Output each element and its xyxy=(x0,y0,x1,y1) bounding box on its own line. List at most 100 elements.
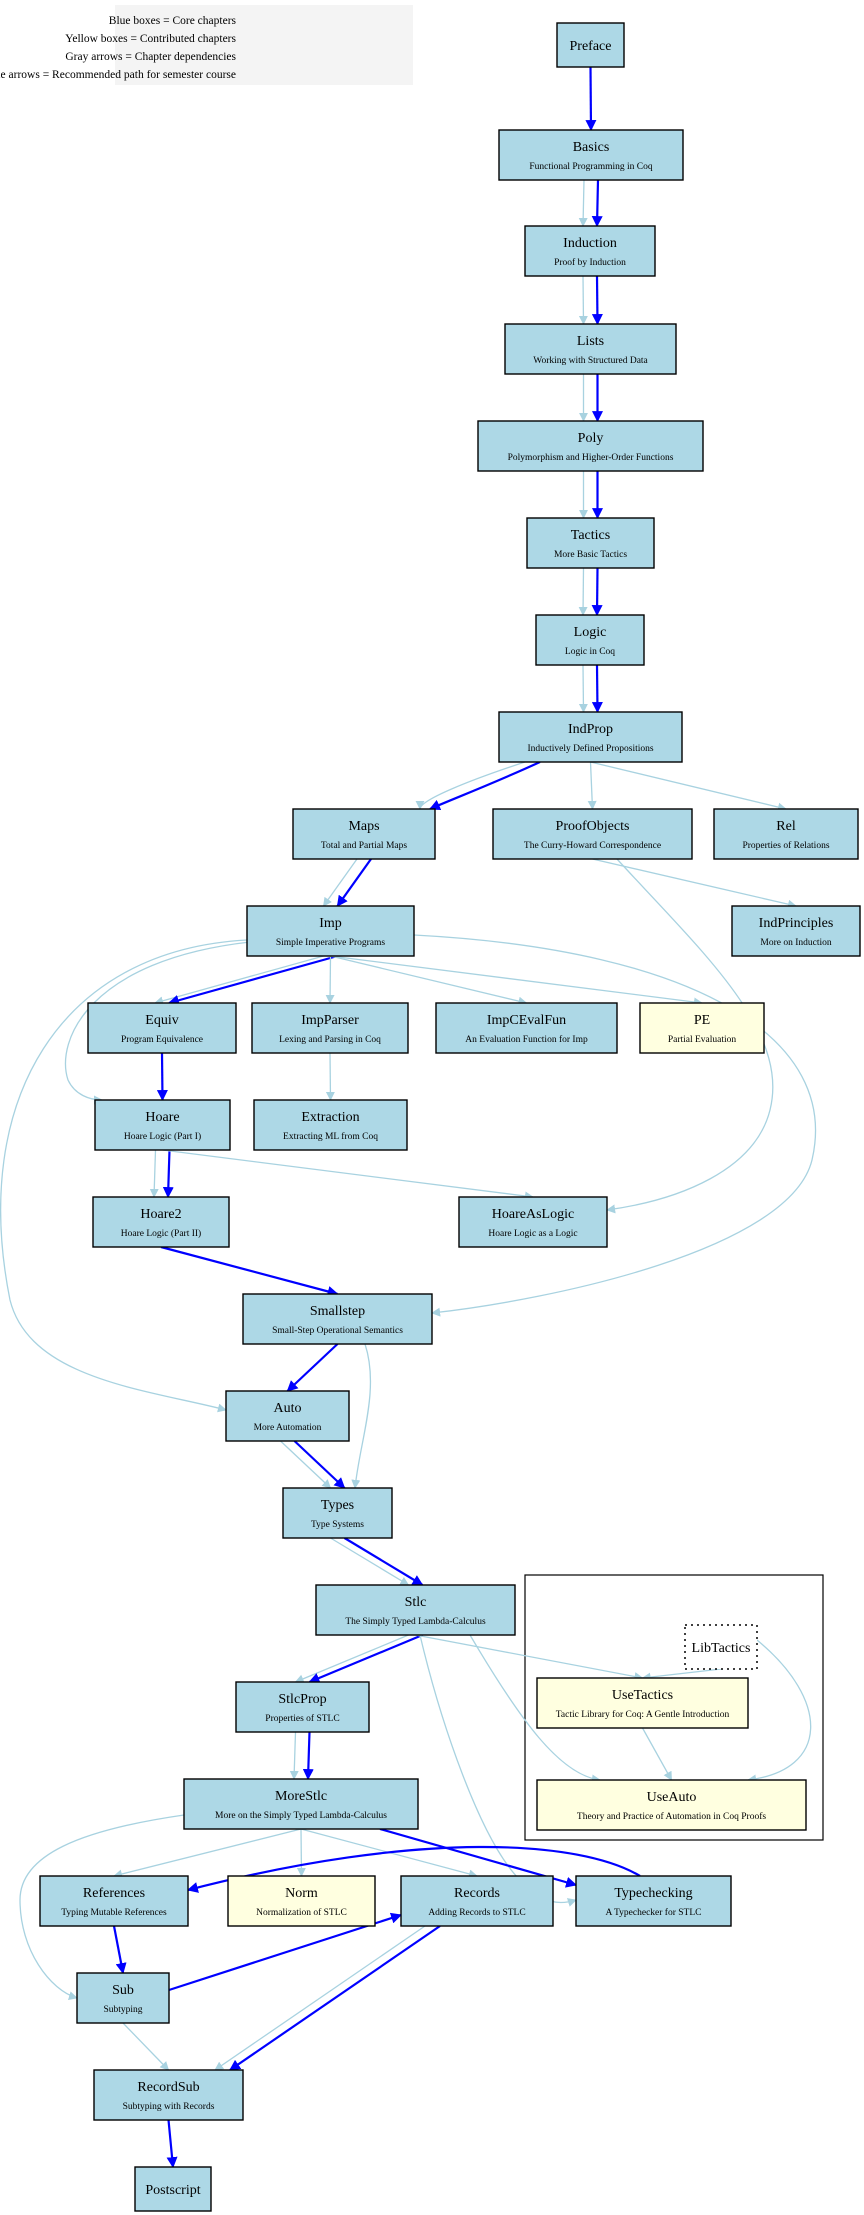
node-tactics-box xyxy=(526,517,655,569)
edge-indprop-to-rel-dependency xyxy=(590,761,787,812)
node-indprinciples-title: IndPrinciples xyxy=(759,916,834,931)
node-types-title: Types xyxy=(321,1498,354,1513)
edge-induction-to-lists-recommended xyxy=(591,275,603,326)
edge-equiv-to-hoare-recommended xyxy=(156,1052,168,1102)
node-references-subtitle: Typing Mutable References xyxy=(61,1907,167,1918)
node-equiv-title: Equiv xyxy=(145,1013,178,1028)
edge-libtactics-to-useauto-dependency xyxy=(747,1639,812,1784)
legend-line-dependencies: Gray arrows = Chapter dependencies xyxy=(65,51,236,63)
node-induction-title: Induction xyxy=(563,236,617,251)
legend: Blue boxes = Core chapters Yellow boxes … xyxy=(0,5,413,85)
edge-records-to-recordsub-dependency xyxy=(214,1925,426,2071)
node-maps-box xyxy=(292,808,436,860)
node-postscript-box xyxy=(134,2166,212,2212)
edge-stlc-to-useauto-dependency xyxy=(469,1634,601,1784)
node-useauto-subtitle: Theory and Practice of Automation in Coq… xyxy=(577,1811,766,1822)
node-norm-title: Norm xyxy=(285,1886,318,1901)
node-indprop-subtitle: Inductively Defined Propositions xyxy=(527,743,653,754)
edge-proofobjects-to-indprinciples-dependency xyxy=(592,858,797,909)
node-records-title: Records xyxy=(454,1886,500,1901)
node-logic-subtitle: Logic in Coq xyxy=(565,647,615,657)
edge-maps-to-imp-dependency xyxy=(322,858,358,907)
node-proofobjects-title: ProofObjects xyxy=(556,819,630,834)
node-poly-box xyxy=(477,420,704,472)
node-indprinciples-box xyxy=(731,905,861,957)
node-smallstep-title: Smallstep xyxy=(310,1304,365,1319)
node-basics-title: Basics xyxy=(573,140,610,155)
edge-sub-to-records-recommended xyxy=(168,1912,403,1992)
node-smallstep-box xyxy=(242,1293,433,1345)
node-impcevalfun-box xyxy=(435,1002,618,1054)
node-hoareaslogic-box xyxy=(458,1196,608,1248)
node-sub-box xyxy=(76,1972,170,2024)
node-extraction-subtitle: Extracting ML from Coq xyxy=(283,1131,378,1142)
edge-auto-to-types-recommended xyxy=(293,1440,346,1489)
edge-auto-to-types-dependency xyxy=(280,1440,332,1489)
node-poly-title: Poly xyxy=(578,431,604,446)
node-references-title: References xyxy=(83,1886,145,1901)
node-stlc-subtitle: The Simply Typed Lambda-Calculus xyxy=(345,1617,486,1627)
node-impparser-subtitle: Lexing and Parsing in Coq xyxy=(279,1035,381,1045)
edge-libtactics-to-usetactics-dependency xyxy=(641,1668,722,1682)
node-poly-subtitle: Polymorphism and Higher-Order Functions xyxy=(508,453,674,463)
edge-stlcprop-to-morestlc-dependency xyxy=(289,1731,299,1780)
node-extraction-title: Extraction xyxy=(301,1110,359,1125)
node-maps-title: Maps xyxy=(348,819,379,834)
edge-preface-to-basics-recommended xyxy=(585,66,597,132)
edge-basics-to-induction-dependency xyxy=(578,179,588,227)
edge-imp-to-pe-dependency xyxy=(330,955,703,1007)
edge-indprop-to-maps-dependency xyxy=(415,761,526,810)
node-tactics-subtitle: More Basic Tactics xyxy=(554,550,627,560)
node-hoare2-title: Hoare2 xyxy=(140,1207,181,1222)
edge-induction-to-lists-dependency xyxy=(578,275,588,325)
node-lists-subtitle: Working with Structured Data xyxy=(533,356,648,366)
node-proofobjects-box xyxy=(492,808,693,860)
node-hoareaslogic-title: HoareAsLogic xyxy=(492,1207,574,1222)
node-libtactics: LibTactics xyxy=(684,1624,758,1670)
node-rel-subtitle: Properties of Relations xyxy=(742,840,829,851)
node-preface: Preface xyxy=(556,22,625,68)
node-lists-box xyxy=(504,323,677,375)
node-postscript: Postscript xyxy=(134,2166,212,2212)
node-impparser-box xyxy=(251,1002,409,1054)
node-basics-subtitle: Functional Programming in Coq xyxy=(529,162,652,172)
node-morestlc-subtitle: More on the Simply Typed Lambda-Calculus xyxy=(215,1811,387,1821)
node-morestlc-title: MoreStlc xyxy=(275,1789,327,1804)
node-proofobjects-subtitle: The Curry-Howard Correspondence xyxy=(524,841,661,851)
node-recordsub-title: RecordSub xyxy=(137,2080,199,2095)
edge-basics-to-induction-recommended xyxy=(591,179,603,228)
edge-hoare-to-hoareaslogic-dependency xyxy=(162,1149,534,1201)
edge-morestlc-to-norm-dependency xyxy=(296,1828,306,1877)
edge-usetactics-to-useauto-dependency xyxy=(641,1727,673,1781)
edge-imp-to-impparser-dependency xyxy=(325,955,335,1004)
edge-imp-to-equiv-dependency xyxy=(154,955,324,1006)
node-stlcprop-subtitle: Properties of STLC xyxy=(265,1713,339,1724)
libtactics-cluster xyxy=(524,1574,824,1841)
node-impcevalfun-subtitle: An Evaluation Function for Imp xyxy=(465,1034,588,1045)
node-recordsub-box xyxy=(93,2069,244,2121)
edge-maps-to-imp-recommended xyxy=(336,858,372,907)
legend-line-recommended: Blue arrows = Recommended path for semes… xyxy=(0,69,236,81)
node-typechecking-subtitle: A Typechecker for STLC xyxy=(606,1907,702,1918)
node-impcevalfun-title: ImpCEvalFun xyxy=(487,1013,566,1028)
node-imp-subtitle: Simple Imperative Programs xyxy=(276,938,386,948)
node-sub-title: Sub xyxy=(112,1983,134,1998)
